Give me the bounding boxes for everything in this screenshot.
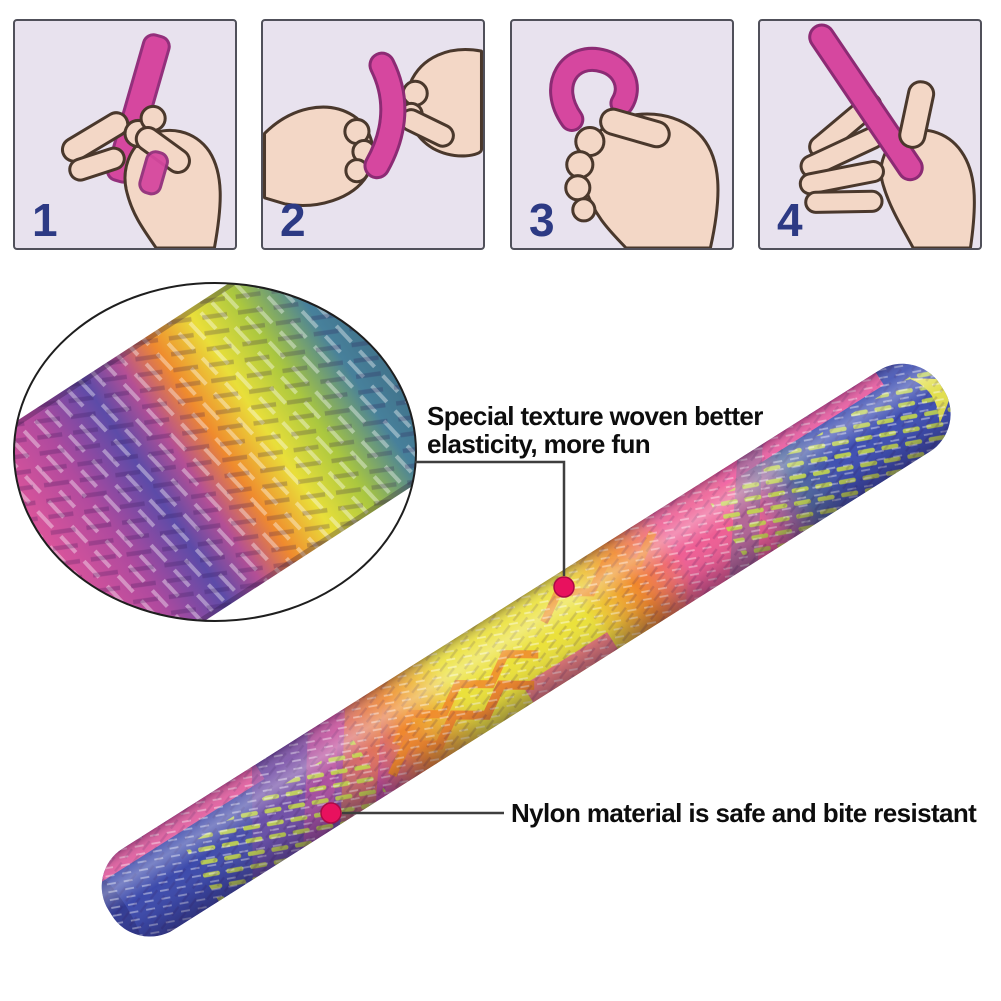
thumb bbox=[599, 107, 671, 149]
instruction-panel-4: 4 bbox=[758, 19, 982, 250]
step-number-3: 3 bbox=[529, 194, 555, 246]
index-finger bbox=[60, 111, 130, 163]
callout-dot bbox=[553, 576, 575, 598]
circle-weave-edge bbox=[14, 352, 416, 621]
pink-stick-tip bbox=[138, 150, 169, 196]
instruction-panel-2: 2 bbox=[261, 19, 485, 250]
texture-annotation-line2: elasticity, more fun bbox=[427, 429, 651, 459]
instruction-panel-3: 3 bbox=[510, 19, 734, 250]
callout-line bbox=[415, 460, 566, 576]
hand-illustration-step2 bbox=[263, 48, 483, 207]
step-number-2: 2 bbox=[280, 194, 306, 246]
finger bbox=[804, 189, 884, 214]
circle-weave-edge bbox=[14, 283, 416, 538]
hand-illustration-step4 bbox=[798, 23, 976, 248]
pink-stick bbox=[366, 54, 404, 177]
thumb bbox=[898, 80, 936, 149]
tube-cylinder-shading bbox=[84, 346, 968, 954]
texture-annotation-line1: Special texture woven better bbox=[427, 401, 763, 431]
finger bbox=[798, 160, 885, 196]
texture-annotation: Special texture woven better elasticity,… bbox=[427, 402, 763, 458]
circle-outline bbox=[13, 282, 417, 622]
callout-texture bbox=[415, 460, 575, 598]
hand-illustration-step1 bbox=[60, 33, 222, 248]
callout-material bbox=[320, 802, 504, 824]
callout-dot bbox=[320, 802, 342, 824]
pink-stick bbox=[811, 26, 921, 179]
knuckle bbox=[571, 197, 597, 223]
hand-illustration-step3 bbox=[549, 46, 720, 248]
material-annotation: Nylon material is safe and bite resistan… bbox=[511, 798, 977, 828]
pinky-finger bbox=[68, 146, 126, 182]
instruction-panel-1: 1 bbox=[13, 19, 237, 250]
step-number-4: 4 bbox=[777, 194, 803, 246]
pink-stick-folded bbox=[552, 49, 636, 129]
product-tube bbox=[84, 346, 968, 954]
step-number-1: 1 bbox=[32, 194, 58, 246]
